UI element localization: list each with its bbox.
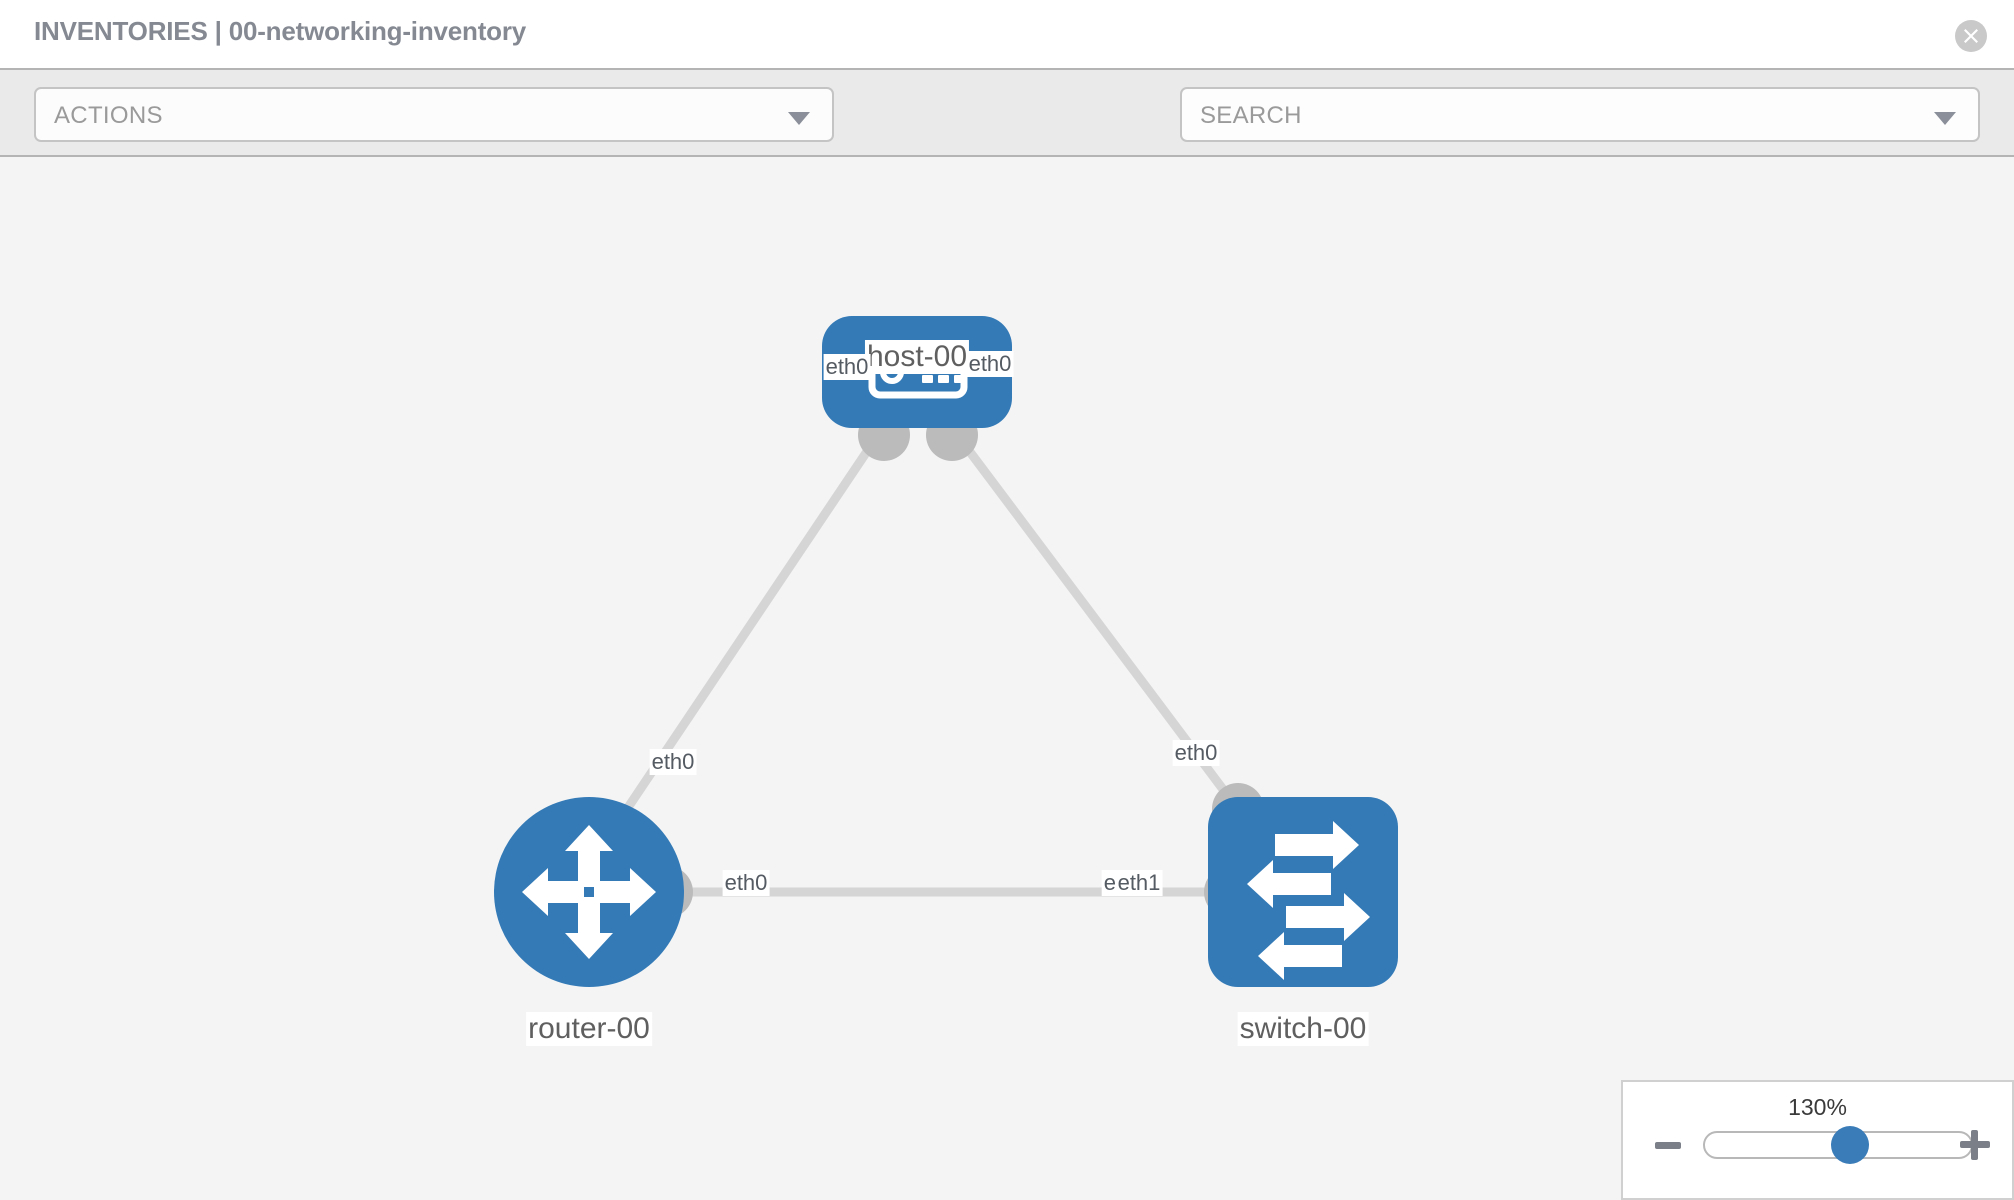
edge-label-router-eth0-up: eth0 <box>649 749 697 775</box>
node-label-router-00: router-00 <box>526 1012 652 1046</box>
edge-label-switch-eth0-up: eth0 <box>1172 740 1220 766</box>
toolbar: ACTIONS SEARCH <box>0 68 2014 199</box>
edge-label-host-eth0-right: eth0 <box>966 351 1014 377</box>
node-label-host-00: host-00 <box>864 340 970 374</box>
switch-arrows-icon <box>1247 821 1370 980</box>
actions-dropdown[interactable]: ACTIONS <box>34 87 834 142</box>
edge-label-switch-eth1: eth1 <box>1115 870 1163 896</box>
edge-endpoints <box>641 409 1264 918</box>
chevron-down-icon <box>1934 112 1956 125</box>
page-header: INVENTORIES | 00-networking-inventory <box>0 0 2014 68</box>
node-label-switch-00: switch-00 <box>1237 1012 1369 1046</box>
page-title: INVENTORIES | 00-networking-inventory <box>34 16 527 46</box>
zoom-percent-label: 130% <box>1788 1094 1847 1120</box>
edge-label-router-eth0-right: eth0 <box>722 870 770 896</box>
topology-canvas[interactable]: host-00 router-00 switch-00 eth0 eth0 et… <box>0 157 2014 1200</box>
node-switch-00[interactable] <box>1208 797 1398 987</box>
search-input[interactable]: SEARCH <box>1180 87 1980 142</box>
topology-graph <box>494 316 1398 987</box>
chevron-down-icon <box>788 112 810 125</box>
zoom-slider-thumb[interactable] <box>1831 1126 1869 1164</box>
edge-label-host-eth0-left: eth0 <box>823 354 871 380</box>
node-router-00[interactable] <box>494 797 684 987</box>
zoom-control-panel: 130% <box>1621 1080 2014 1200</box>
router-four-arrows-icon <box>522 825 656 959</box>
close-icon[interactable] <box>1955 20 1987 52</box>
plus-icon[interactable] <box>1960 1130 1990 1160</box>
edge-router-host <box>621 429 884 815</box>
search-placeholder-label: SEARCH <box>1200 102 1302 129</box>
minus-icon[interactable] <box>1655 1142 1681 1149</box>
actions-dropdown-label: ACTIONS <box>54 102 163 129</box>
